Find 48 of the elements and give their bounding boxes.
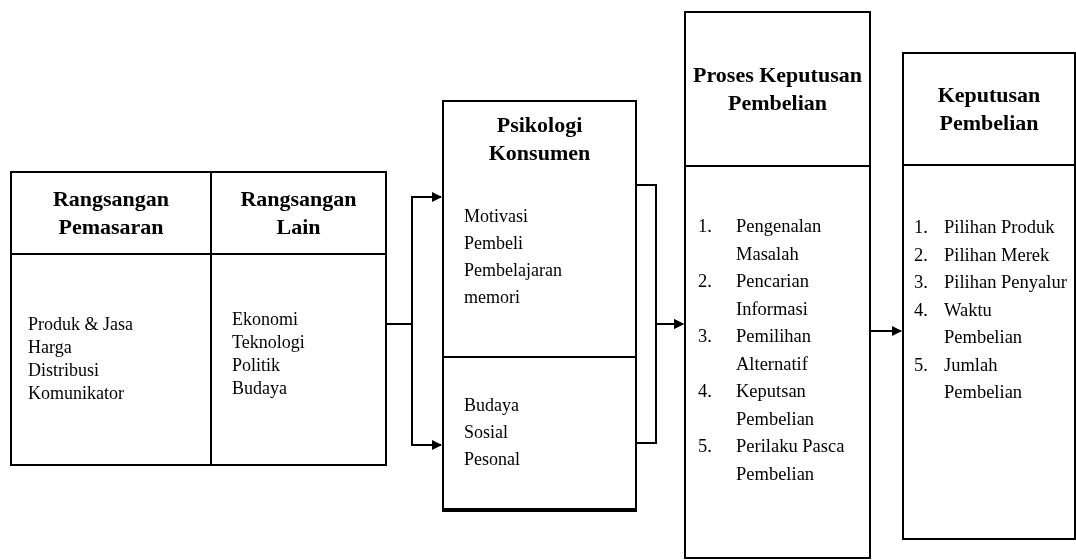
- panel-box: [684, 11, 871, 559]
- item-text: Harga: [28, 336, 72, 359]
- item-text: Komunikator: [28, 382, 124, 405]
- item-text: Pembelajaran: [464, 259, 562, 282]
- list-number: 3.: [698, 325, 713, 348]
- heading-text: Rangsangan Lain: [239, 185, 358, 241]
- item-text: Budaya: [464, 394, 519, 417]
- list-item-text: Pilihan Produk: [944, 216, 1055, 239]
- item-text: Ekonomi: [232, 308, 298, 331]
- heading-text: Rangsangan Pemasaran: [51, 185, 171, 241]
- list-item-text: Perilaku Pasca Pembelian: [736, 435, 846, 486]
- panel-box: [902, 52, 1076, 540]
- list-item-text: Pemilihan Alternatif: [736, 325, 813, 376]
- list-number: 2.: [698, 270, 713, 293]
- item-text: Pembeli: [464, 232, 523, 255]
- item-text: Politik: [232, 354, 280, 377]
- list-item-text: Jumlah Pembelian: [944, 353, 1024, 404]
- arrow: [636, 319, 684, 444]
- panel-box: [210, 171, 387, 466]
- item-text: Produk & Jasa: [28, 313, 133, 336]
- item-text: Sosial: [464, 421, 508, 444]
- heading-text: Proses Keputusan Pembelian: [692, 61, 863, 117]
- list-number: 4.: [698, 380, 713, 403]
- item-text: Distribusi: [28, 359, 99, 382]
- panel-box: [10, 171, 212, 466]
- list-item-text: Pilihan Merek: [944, 243, 1050, 267]
- list-number: 5.: [698, 435, 713, 458]
- list-number: 5.: [914, 353, 929, 377]
- list-number: 2.: [914, 243, 929, 267]
- item-text: Teknologi: [232, 331, 305, 354]
- list-item-text: Pencarian Informasi: [736, 270, 810, 321]
- heading-text: Psikologi Konsumen: [487, 110, 592, 167]
- item-text: memori: [464, 286, 520, 309]
- list-number: 1.: [914, 216, 929, 239]
- list-number: 1.: [698, 215, 713, 238]
- list-item-text: Keputsan Pembelian: [736, 380, 816, 431]
- list-number: 3.: [914, 271, 929, 294]
- list-item-text: Pengenalan Masalah: [736, 215, 823, 266]
- arrow: [870, 326, 902, 336]
- arrow: [386, 323, 442, 450]
- heading-text: Keputusan Pembelian: [936, 81, 1042, 137]
- item-text: Motivasi: [464, 205, 528, 228]
- list-item-text: Pilihan Penyalur: [944, 271, 1067, 294]
- list-number: 4.: [914, 298, 929, 322]
- panel-box: [442, 100, 637, 510]
- item-text: Pesonal: [464, 448, 520, 471]
- list-item-text: Waktu Pembelian: [944, 298, 1024, 349]
- item-text: Budaya: [232, 377, 287, 400]
